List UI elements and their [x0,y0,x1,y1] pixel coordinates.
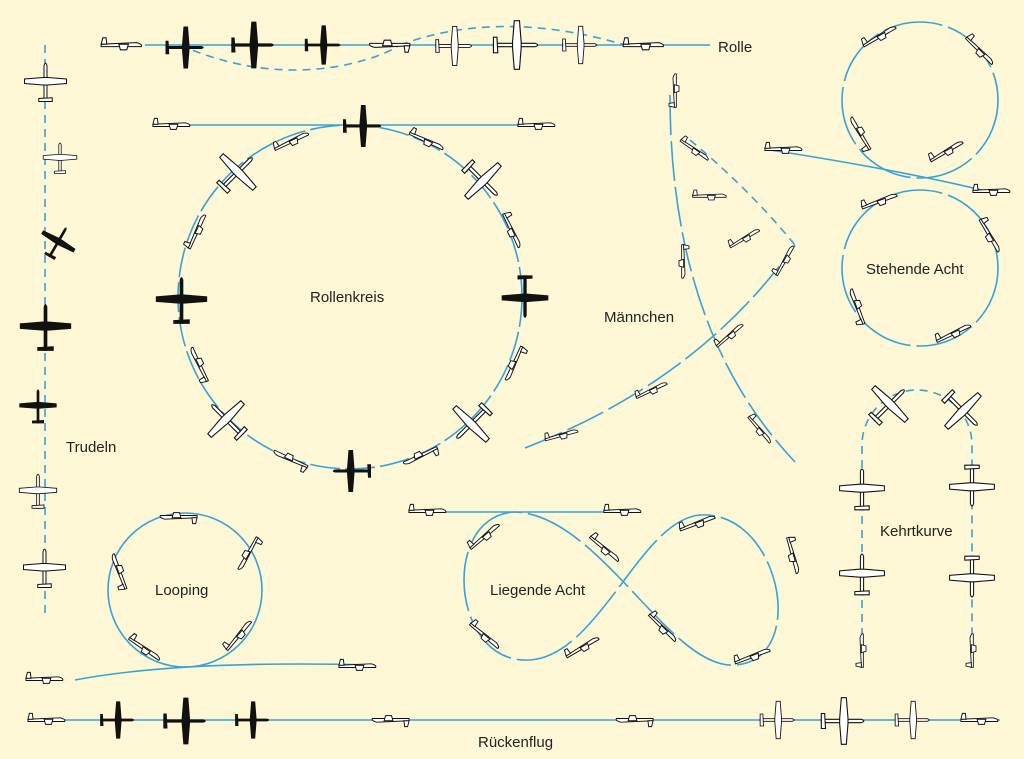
label-maennchen: Männchen [604,309,674,326]
label-kehrtkurve: Kehrtkurve [880,523,953,540]
figure-stehende-acht: Stehende Acht [764,20,1011,347]
label-rueckenflug: Rückenflug [478,734,553,751]
label-stehende-acht: Stehende Acht [866,261,964,278]
figure-kehrtkurve: Kehrtkurve [838,372,996,668]
figure-maennchen: Männchen [524,73,798,463]
figure-rolle: Rolle [100,20,752,71]
figure-rueckenflug: Rückenflug [27,696,1000,751]
label-rolle: Rolle [718,39,752,56]
figure-liegende-acht: Liegende Acht [408,503,805,668]
label-rollenkreis: Rollenkreis [310,289,384,306]
figure-looping: Looping [25,512,377,684]
figure-rollenkreis: Rollenkreis [152,105,556,492]
label-looping: Looping [155,582,208,599]
label-liegende-acht: Liegende Acht [490,582,586,599]
label-trudeln: Trudeln [66,439,116,456]
figure-trudeln: Trudeln [18,45,116,615]
